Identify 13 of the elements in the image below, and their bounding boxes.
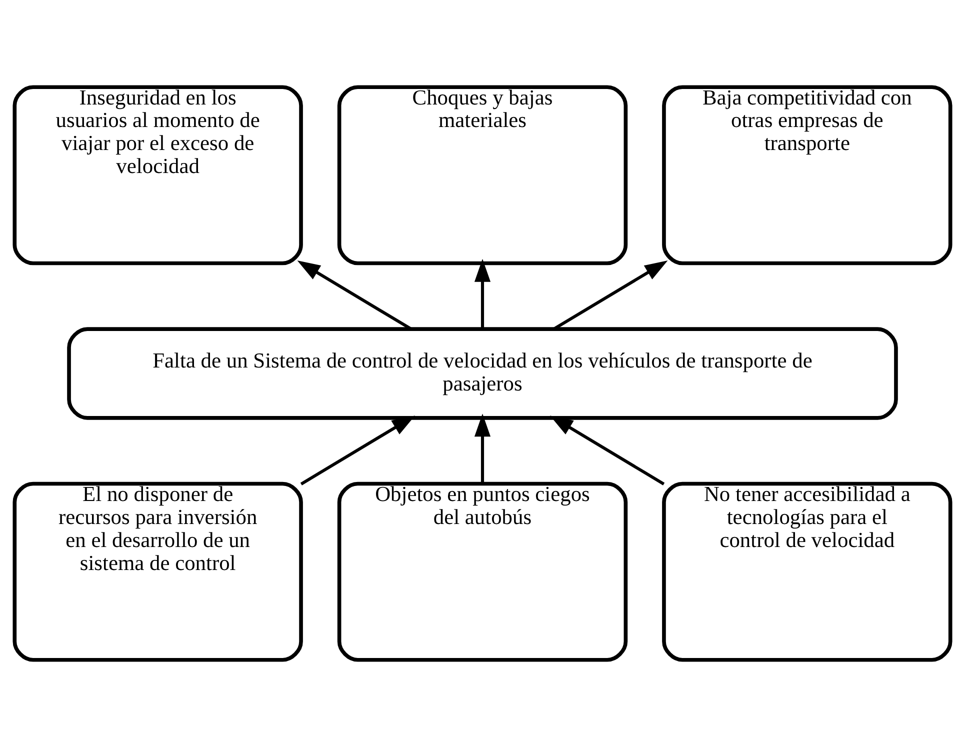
node-box: Baja competitividad con otras empresas de transporte [662, 84, 952, 265]
arrow [474, 413, 491, 483]
node-box: Inseguridad en los usuarios al momento de viajar por el exceso de velocidad [12, 84, 303, 265]
arrow [474, 258, 491, 328]
node-box: Objetos en puntos ciegos del autobús [337, 481, 628, 662]
node-box: Choques y bajas materiales [337, 84, 628, 265]
arrow [300, 415, 416, 485]
arrow [550, 415, 665, 485]
node-box: El no disponer de recursos para inversión en el desarrollo de un sistema de control [12, 481, 303, 662]
arrow [297, 260, 412, 330]
arrow [553, 260, 668, 330]
node-box: Falta de un Sistema de control de velocidad en los vehículos de transporte de pasajeros [67, 326, 898, 420]
node-box: No tener accesibilidad a tecnologías para el control de velocidad [662, 481, 952, 662]
